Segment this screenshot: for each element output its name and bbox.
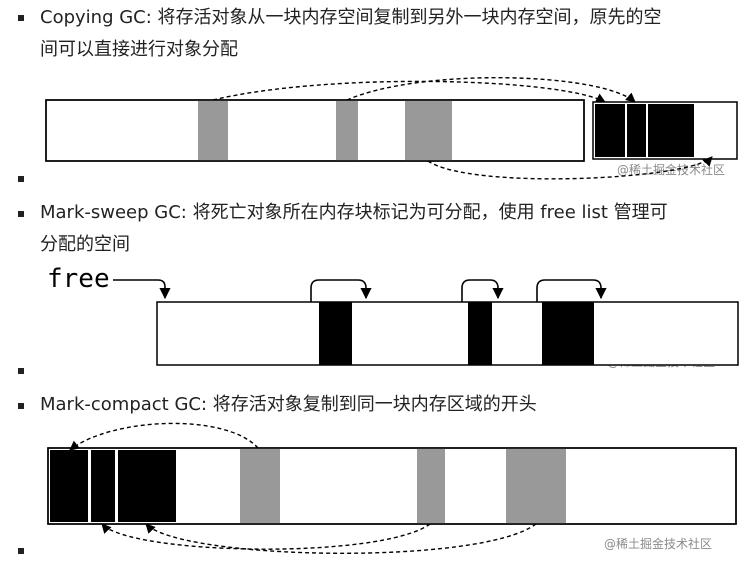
bullet-empty-1 <box>18 176 24 182</box>
copying-gc-title-line2: 间可以直接进行对象分配 <box>40 39 238 60</box>
mark-sweep-gc-title-line2: 分配的空间 <box>40 234 130 255</box>
bullet-mark-sweep-gc <box>18 211 24 217</box>
bullet-empty-2 <box>18 368 24 374</box>
live-block-2 <box>417 448 445 524</box>
copy-arrow-2 <box>346 77 636 103</box>
from-live-block-2 <box>336 100 358 161</box>
bullet-copying-gc <box>18 15 24 21</box>
copying-gc-title-line1: Copying GC: 将存活对象从一块内存空间复制到另外一块内存空间，原先的空 <box>40 7 662 28</box>
to-copied-block-2 <box>627 104 646 157</box>
dead-block-3 <box>542 302 594 365</box>
compact-space-outline <box>47 447 737 525</box>
dead-block-1 <box>319 302 352 365</box>
compacted-block-1 <box>50 450 88 522</box>
compact-arrow-3 <box>145 523 537 554</box>
compacted-block-3 <box>118 450 176 522</box>
compacted-block-2 <box>91 450 115 522</box>
free-list-arrow-2 <box>461 279 504 302</box>
from-space <box>45 99 585 162</box>
copying-gc-diagram <box>45 77 738 180</box>
from-space-outline <box>45 99 585 162</box>
compact-arrow-1 <box>69 422 259 451</box>
free-list-label: free <box>47 264 110 294</box>
mark-sweep-gc-title-line1: Mark-sweep GC: 将死亡对象所在内存块标记为可分配，使用 free … <box>40 202 668 223</box>
watermark-3: @稀土掘金技术社区 <box>604 537 713 551</box>
from-live-block-3 <box>405 100 452 161</box>
live-block-1 <box>240 448 280 524</box>
bullet-empty-3 <box>18 548 24 554</box>
mark-sweep-gc-diagram <box>113 279 739 366</box>
to-copied-block-1 <box>595 104 625 157</box>
free-list-arrow-1 <box>310 279 372 302</box>
live-block-3 <box>506 448 566 524</box>
mark-compact-gc-title: Mark-compact GC: 将存活对象复制到同一块内存区域的开头 <box>40 394 537 415</box>
from-live-block-1 <box>198 100 228 161</box>
free-list-arrow-0 <box>113 279 171 300</box>
dead-block-2 <box>468 302 492 365</box>
copy-arrow-3 <box>427 156 713 180</box>
bullet-mark-compact-gc <box>18 403 24 409</box>
compact-arrow-2 <box>101 523 431 550</box>
heap-space <box>156 301 739 366</box>
to-copied-block-3 <box>648 104 694 157</box>
mark-compact-gc-diagram <box>47 422 737 554</box>
free-list-arrow-3 <box>536 279 607 302</box>
copy-arrow-1 <box>212 80 606 103</box>
